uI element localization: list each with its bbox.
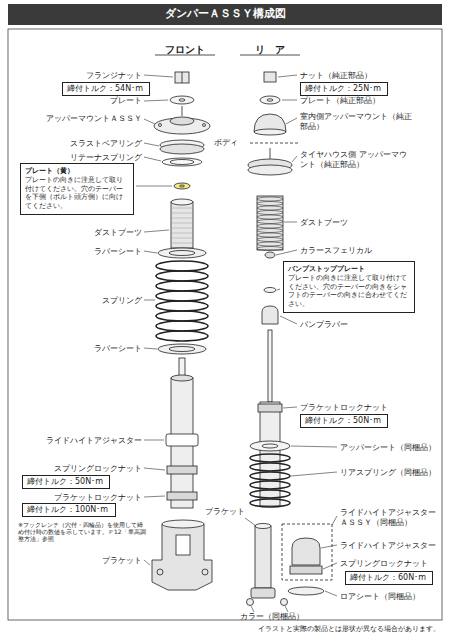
part-name: スプリングロックナット bbox=[14, 464, 142, 474]
torque-box: 締付トルク：50N･m bbox=[22, 475, 110, 489]
note-heading: プレート（黄） bbox=[25, 167, 129, 176]
assy-dashed-box bbox=[282, 524, 332, 580]
note-body: プレートの向きに注意して取り付けてください。穴のテーパーの向きをシャフトのテーパ… bbox=[288, 274, 410, 309]
part-name: カラー（同梱品） bbox=[240, 612, 320, 622]
torque-value: 締付トルク：60N･m bbox=[350, 573, 428, 583]
torque-box: 締付トルク：54N･m bbox=[62, 82, 150, 96]
part-name: アッパーシート（同梱品） bbox=[340, 443, 438, 453]
torque-value: 締付トルク：50N･m bbox=[27, 477, 105, 487]
part-name: リアスプリング（同梱品） bbox=[340, 468, 438, 478]
part-name: ラバーシート bbox=[40, 247, 142, 257]
note-box: プレート（黄）プレートの向きに注意して取り付けてください。穴のテーパーを下側（ボ… bbox=[20, 163, 134, 215]
note-box: バンプストッププレートプレートの向きに注意して取り付けてください。穴のテーパーの… bbox=[283, 261, 415, 313]
section-header: フロント bbox=[150, 44, 220, 56]
part-name: ダストブーツ bbox=[40, 228, 142, 238]
note-heading: バンプストッププレート bbox=[288, 265, 410, 274]
part-name: ブラケット bbox=[40, 556, 142, 566]
title-band bbox=[8, 4, 442, 25]
part-name: 室内側アッパーマウント（純正部品） bbox=[300, 112, 412, 131]
torque-value: 締付トルク：54N･m bbox=[67, 84, 145, 94]
part-name: リテーナスプリング bbox=[40, 153, 142, 163]
caption: イラストと実際の製品とは形状が異なる場合があります。 bbox=[258, 624, 440, 634]
part-name: スプリングロックナット bbox=[340, 559, 440, 569]
front-parts bbox=[152, 72, 212, 590]
part-name: スラストベアリング bbox=[40, 139, 142, 149]
frame bbox=[8, 29, 442, 620]
note-body: プレートの向きに注意して取り付けてください。穴のテーパーを下側（ボルト頭方側）に… bbox=[25, 176, 129, 211]
body-line bbox=[250, 143, 300, 144]
section-header: リ ア bbox=[235, 44, 305, 56]
part-name: ブラケットロックナット bbox=[300, 403, 430, 413]
torque-value: 締付トルク：25N･m bbox=[305, 84, 383, 94]
part-name: ロアシート（同梱品） bbox=[340, 592, 440, 602]
torque-value: 締付トルク：100N･m bbox=[27, 505, 111, 515]
part-name: ナット（純正部品） bbox=[300, 71, 440, 81]
part-name: ブラケット bbox=[205, 507, 253, 517]
part-name: フランジナット bbox=[40, 71, 142, 81]
part-name: ライドハイトアジャスター bbox=[14, 436, 142, 446]
part-name: プレート（純正部品） bbox=[300, 96, 440, 106]
diagram-title: ダンパーＡＳＳＹ構成図 bbox=[8, 6, 442, 21]
part-name: ライドハイトアジャスター bbox=[340, 541, 440, 551]
part-name: ラバーシート bbox=[40, 344, 142, 354]
part-name: ブラケットロックナット bbox=[14, 493, 142, 503]
part-name: カラースフェリカル bbox=[300, 246, 430, 256]
part-name: スプリング bbox=[40, 296, 142, 306]
torque-box: 締付トルク：60N･m bbox=[345, 571, 433, 585]
torque-box: 締付トルク：50N･m bbox=[300, 414, 388, 428]
part-name: タイヤハウス側 アッパーマウント（純正部品） bbox=[300, 150, 412, 169]
part-name: ボディ bbox=[214, 138, 248, 148]
part-name: アッパーマウントＡＳＳＹ bbox=[20, 114, 142, 124]
part-name: ダストブーツ bbox=[300, 218, 430, 228]
note-text: ※フックレンチ（穴付・四輪品）を使用して締め付け時の数値を示しています。Ｐ12「… bbox=[18, 521, 146, 543]
torque-box: 締付トルク：100N･m bbox=[22, 503, 116, 517]
part-name: バンプラバー bbox=[300, 320, 430, 330]
part-name: プレート bbox=[40, 96, 142, 106]
torque-box: 締付トルク：25N･m bbox=[300, 82, 388, 96]
part-name: ライドハイトアジャスターＡＳＳＹ（同梱品） bbox=[340, 508, 440, 527]
torque-value: 締付トルク：50N･m bbox=[305, 416, 383, 426]
